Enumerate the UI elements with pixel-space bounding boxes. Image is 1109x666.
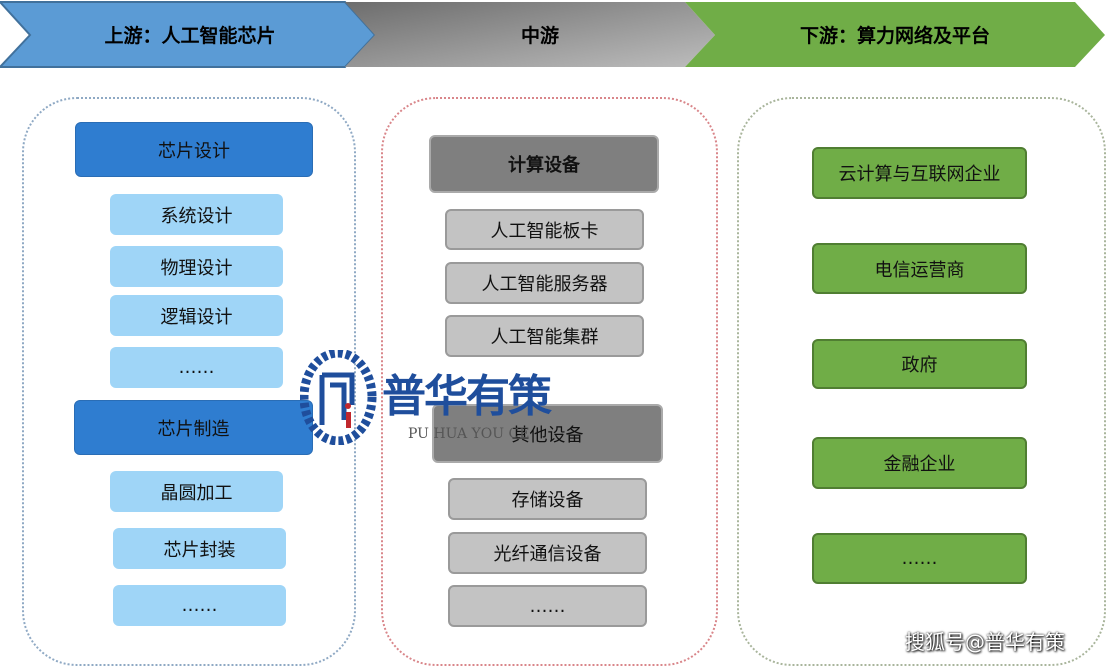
- list-item: 政府: [812, 339, 1027, 389]
- list-item: ……: [113, 585, 286, 626]
- list-item: 云计算与互联网企业: [812, 147, 1027, 199]
- midstream-header: 中游: [520, 25, 559, 47]
- downstream-arrow: [685, 2, 1105, 67]
- list-item: 人工智能板卡: [445, 209, 644, 250]
- list-item: ……: [110, 347, 283, 388]
- list-item: 人工智能服务器: [445, 262, 644, 304]
- logo-subtitle: PU HUA YOU CE: [408, 426, 530, 442]
- list-item: 存储设备: [448, 478, 647, 520]
- list-item: 物理设计: [110, 246, 283, 287]
- upstream-header: 上游：人工智能芯片: [104, 25, 276, 47]
- downstream-header: 下游：算力网络及平台: [799, 25, 990, 47]
- list-item: 逻辑设计: [110, 295, 283, 336]
- list-item: 光纤通信设备: [448, 532, 647, 574]
- list-item: 芯片封装: [113, 528, 286, 569]
- header-arrows: [0, 1, 1105, 68]
- watermark: 搜狐号@普华有策: [905, 630, 1065, 654]
- chip-design-box: 芯片设计: [75, 122, 313, 177]
- list-item: 晶圆加工: [110, 471, 283, 512]
- list-item: ……: [448, 585, 647, 627]
- list-item: 人工智能集群: [445, 315, 644, 357]
- logo-name: 普华有策: [382, 371, 552, 422]
- midstream-arrow: [345, 2, 715, 67]
- list-item: ……: [812, 533, 1027, 584]
- list-item: 金融企业: [812, 437, 1027, 489]
- other-devices-box: 其他设备: [432, 404, 663, 463]
- list-item: 系统设计: [110, 194, 283, 235]
- list-item: 电信运营商: [812, 243, 1027, 294]
- computing-devices-box: 计算设备: [429, 135, 659, 193]
- logo-emblem-icon: [300, 350, 377, 445]
- chip-manufacturing-box: 芯片制造: [74, 400, 313, 455]
